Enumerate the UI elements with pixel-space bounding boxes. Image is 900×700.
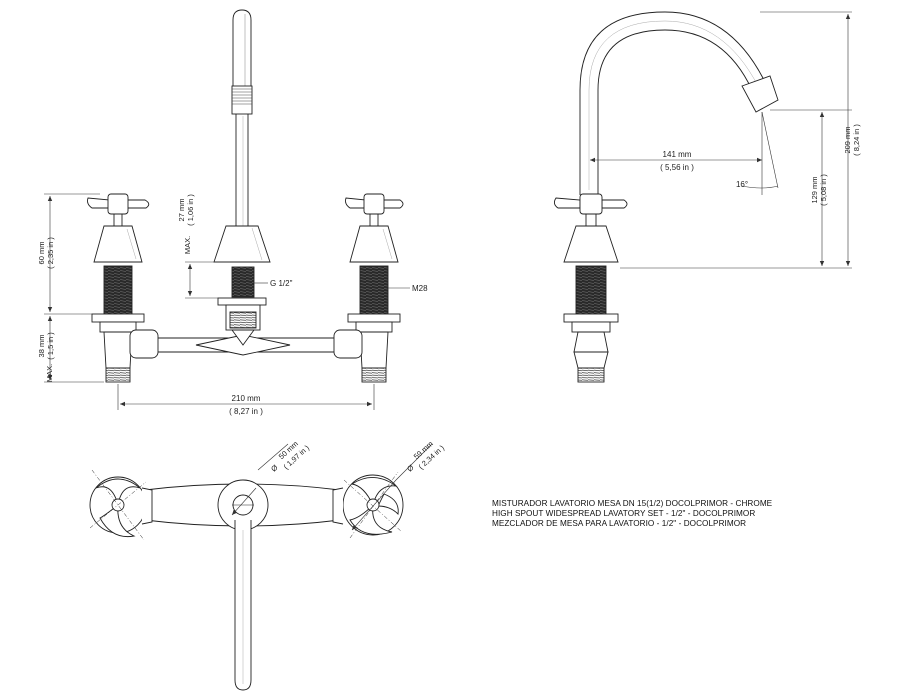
dia-symbol-59: Ø (405, 463, 415, 474)
max-mid-label: MAX. (183, 236, 192, 254)
dim-60-in: ( 2,35 in ) (46, 237, 55, 269)
dim-209-in: ( 8,24 in ) (852, 124, 861, 156)
front-left-valve (87, 193, 150, 383)
dim-129-in: ( 5,08 in ) (819, 174, 828, 206)
dim-38-mm: 38 mm (37, 335, 46, 358)
top-right-valve (332, 471, 404, 539)
side-view (553, 11, 779, 383)
caption-line-english: HIGH SPOUT WIDESPREAD LAVATORY SET - 1/2… (492, 509, 756, 518)
front-view (87, 9, 404, 383)
dim-60-mm: 60 mm (37, 242, 46, 265)
top-dimensions (231, 443, 433, 531)
dim-38-in: ( 1,5 in ) (46, 332, 55, 360)
side-dimensions (590, 11, 852, 269)
thread-g-label: G 1/2" (270, 279, 293, 288)
product-caption: MISTURADOR LAVATORIO MESA DN 15(1/2) DOC… (492, 499, 772, 529)
caption-line-spanish: MEZCLADOR DE MESA PARA LAVATORIO - 1/2" … (492, 519, 747, 528)
dim-angle: 16° (736, 180, 748, 189)
top-view (89, 469, 404, 691)
dim-210-mm: 210 mm (232, 394, 261, 403)
max-left-label: MAX. (45, 364, 54, 382)
top-center-spout (217, 479, 269, 691)
side-valve (553, 193, 628, 383)
front-connector-pipe (129, 329, 363, 359)
front-dimensions (44, 193, 410, 410)
dia-symbol-50: Ø (269, 463, 279, 474)
dim-129-mm: 129 mm (810, 176, 819, 203)
caption-line-portuguese: MISTURADOR LAVATORIO MESA DN 15(1/2) DOC… (492, 499, 773, 508)
top-dimension-labels: Ø 50 mm ( 1,97 in ) Ø 59 mm ( 2,34 in ) (269, 439, 446, 473)
dim-210-in: ( 8,27 in ) (229, 407, 263, 416)
front-right-valve (345, 193, 404, 383)
top-left-valve (89, 469, 153, 541)
dim-141-mm: 141 mm (663, 150, 692, 159)
dim-27-in: ( 1,06 in ) (186, 194, 195, 226)
thread-m-label: M28 (412, 284, 428, 293)
front-dimension-labels: 60 mm ( 2,35 in ) 38 mm ( 1,5 in ) MAX. … (37, 194, 428, 416)
dim-209-mm: 209 mm (843, 126, 852, 153)
dim-141-in: ( 5,56 in ) (660, 163, 694, 172)
dim-27-mm: 27 mm (177, 199, 186, 222)
side-dimension-labels: 141 mm ( 5,56 in ) 16° 129 mm ( 5,08 in … (660, 124, 861, 206)
front-spout (213, 9, 271, 331)
